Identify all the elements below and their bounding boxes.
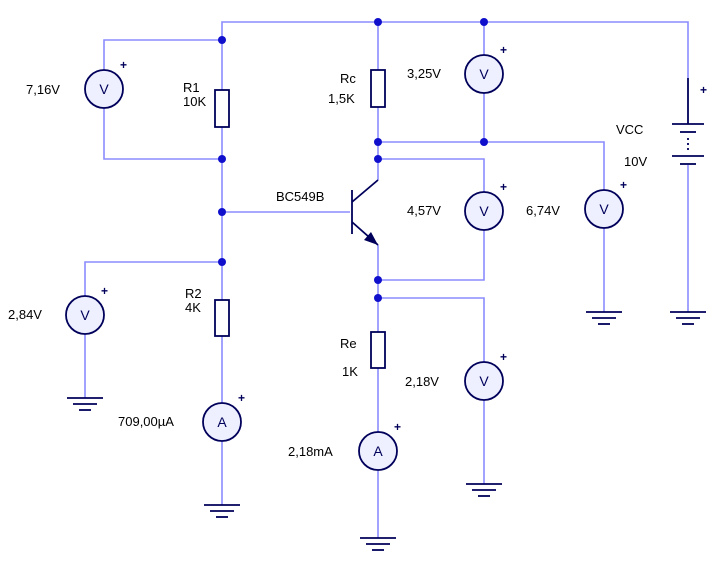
label-re-name: Re [340,336,357,351]
meter-plus: + [238,391,245,405]
node [218,258,226,266]
resistor-r2[interactable] [214,299,230,337]
meter-plus: + [394,420,401,434]
voltmeter-body [584,189,624,229]
ground-icon [204,504,240,518]
node [374,294,382,302]
label-r1-value: 10K [183,94,206,109]
wires [84,21,689,538]
node [218,36,226,44]
voltmeter-rc[interactable]: V + [464,43,507,94]
battery-plus: + [700,83,707,97]
node [480,138,488,146]
node [218,208,226,216]
wire-ve-top [378,297,485,362]
ammeter-r2[interactable]: A + [202,391,245,442]
meter-plus: + [500,350,507,364]
node [374,276,382,284]
voltmeter-symbol: V [99,81,109,97]
meter-plus: + [500,180,507,194]
voltmeter-symbol: V [479,373,489,389]
transistor-bc549b[interactable] [351,179,379,246]
ground-icon [360,537,396,551]
reading-v-rc: 3,25V [407,66,441,81]
ground-icon [586,311,622,325]
voltmeter-body [84,69,124,109]
voltmeter-body [464,361,504,401]
wire-vce-top [378,158,485,192]
ammeter-body [202,402,242,442]
label-vcc-name: VCC [616,122,643,137]
battery-vcc[interactable]: + [672,78,707,165]
label-rc-value: 1,5K [328,91,355,106]
reading-v-r1: 7,16V [26,82,60,97]
wire-vr1-bottom [103,108,222,160]
transistor-collector-leg [351,179,379,203]
label-re-value: 1K [342,364,358,379]
grounds [67,311,706,551]
label-transistor: BC549B [276,189,324,204]
wire-vr2 [84,261,222,296]
voltmeter-body [464,191,504,231]
meter-plus: + [101,284,108,298]
ground-icon [67,397,103,411]
reading-v-c: 6,74V [526,203,560,218]
wire-top-rail [221,21,689,78]
voltmeter-symbol: V [80,307,90,323]
ammeter-body [358,431,398,471]
voltmeter-emitter[interactable]: V + [464,350,507,401]
node [374,138,382,146]
voltmeter-collector[interactable]: V + [584,178,627,229]
reading-a-re: 2,18mA [288,444,333,459]
labels: 7,16V R1 10K BC549B 2,84V R2 4K 709,00µA… [8,66,647,459]
reading-v-ce: 4,57V [407,203,441,218]
wire-vce-bottom [378,230,485,281]
label-vcc-value: 10V [624,154,647,169]
ammeter-symbol: A [373,443,383,459]
voltmeter-vce[interactable]: V + [464,180,507,231]
voltmeter-r1[interactable]: V + [84,58,127,109]
voltmeter-symbol: V [599,201,609,217]
meter-plus: + [620,178,627,192]
node [218,155,226,163]
voltmeter-body [65,295,105,335]
nodes [218,18,488,302]
voltmeter-symbol: V [479,203,489,219]
resistor-r1[interactable] [214,89,230,128]
label-r1-name: R1 [183,80,200,95]
node [374,155,382,163]
label-rc-name: Rc [340,71,356,86]
wire-vr1-loop [103,39,222,70]
reading-a-r2: 709,00µA [118,414,174,429]
wire-collector-bus [378,141,605,190]
node [480,18,488,26]
resistor-rc[interactable] [370,69,386,108]
label-r2-value: 4K [185,300,201,315]
reading-v-e: 2,18V [405,374,439,389]
voltmeter-symbol: V [479,66,489,82]
label-r2-name: R2 [185,286,202,301]
voltmeter-body [464,54,504,94]
voltmeter-r2[interactable]: V + [65,284,108,335]
ground-icon [670,311,706,325]
ammeter-symbol: A [217,414,227,430]
reading-v-r2: 2,84V [8,307,42,322]
resistor-re[interactable] [370,331,386,369]
meter-plus: + [120,58,127,72]
ground-icon [466,483,502,497]
node [374,18,382,26]
ammeter-re[interactable]: A + [358,420,401,471]
transistor-emitter-arrow [364,232,378,245]
meter-plus: + [500,43,507,57]
